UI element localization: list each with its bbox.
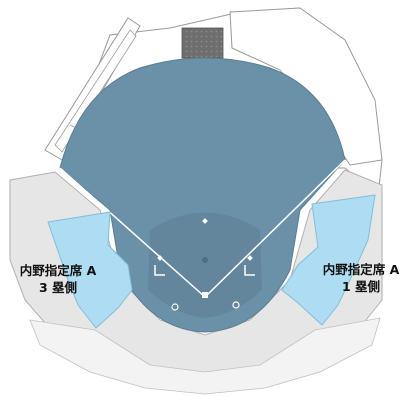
third-base xyxy=(157,255,163,261)
pitchers-mound xyxy=(202,257,208,263)
foul-line-left xyxy=(59,167,206,298)
infield-dirt xyxy=(148,212,262,318)
seat-side-first-base: 1 塁側 xyxy=(341,279,381,294)
seat-name-third-base: 内野指定席 A xyxy=(19,263,97,278)
seat-label-third-base: 内野指定席 A 3 塁側 xyxy=(2,262,114,296)
first-coach-box xyxy=(244,265,255,276)
right-upper-structure xyxy=(229,7,383,166)
first-base xyxy=(247,255,253,261)
seat-label-first-base: 内野指定席 A 1 塁側 xyxy=(305,261,411,295)
third-coach-box xyxy=(154,265,165,276)
lower-concourse xyxy=(29,317,381,395)
home-plate xyxy=(202,292,208,298)
seat-name-first-base: 内野指定席 A xyxy=(322,262,400,277)
on-deck-circle-right xyxy=(232,301,240,309)
on-deck-circle-left xyxy=(171,303,179,311)
scoreboard xyxy=(181,27,224,59)
seat-area-third-base[interactable] xyxy=(47,211,133,329)
foul-line-right xyxy=(204,159,346,298)
second-base xyxy=(202,218,208,224)
playing-field xyxy=(59,57,346,333)
left-wing-inner xyxy=(54,29,137,153)
seat-area-first-base[interactable] xyxy=(281,194,376,326)
seat-side-third-base: 3 塁側 xyxy=(38,280,78,295)
